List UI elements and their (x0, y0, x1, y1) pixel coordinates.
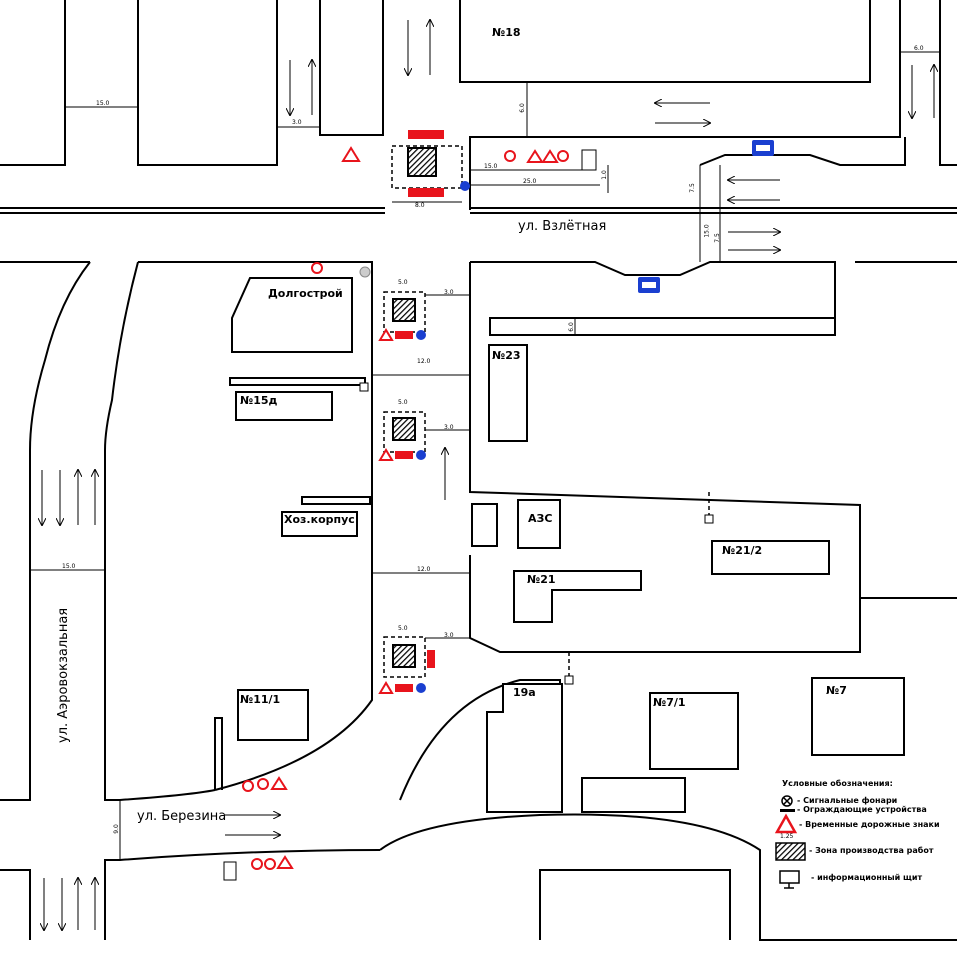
dim-6-strip: 6.0 (567, 322, 575, 332)
dim-3-b: 3.0 (444, 424, 454, 431)
work-zone-3 (378, 636, 435, 694)
legend-board: - информационный щит (811, 873, 923, 882)
legend-title: Условные обозначения: (782, 779, 893, 788)
work-zones (378, 130, 470, 694)
dim-12-a: 12.0 (417, 358, 431, 365)
building-7-1 (649, 692, 739, 770)
road-centerline (0, 207, 957, 214)
label-hoz-korpus: Хоз.корпус (284, 513, 355, 526)
dim-15-left: 15.0 (62, 563, 76, 570)
building-21-2 (711, 540, 830, 575)
dimension-lines (30, 51, 940, 860)
work-zone-top (391, 130, 470, 197)
dim-3-c: 3.0 (444, 632, 454, 639)
label-building-15d: №15д (240, 394, 278, 407)
dim-9: 9.0 (112, 824, 120, 834)
street-label-aerovokzalnaya: ул. Аэровокзальная (56, 607, 71, 743)
dim-5-b: 5.0 (398, 399, 408, 406)
building-unnamed-south (581, 777, 686, 813)
building-hoz (281, 511, 358, 537)
building-23 (488, 344, 528, 442)
dim-3-a: 3.0 (444, 289, 454, 296)
dim-6: 6.0 (518, 103, 526, 113)
legend-signs: - Временные дорожные знаки (799, 820, 940, 829)
label-building-21-2: №21/2 (722, 544, 763, 557)
dim-15: 15.0 (96, 100, 110, 107)
dim-15-mid: 15.0 (703, 224, 711, 238)
building-7 (811, 677, 905, 756)
building-15d (235, 391, 333, 421)
building-11-1 (237, 689, 309, 741)
work-zone-1 (378, 291, 426, 341)
barrier-icon (780, 809, 795, 812)
dim-6-right: 6.0 (914, 45, 924, 52)
dim-1: 1.0 (600, 170, 608, 180)
street-label-vzletnaya: ул. Взлётная (518, 219, 607, 234)
dim-12-b: 12.0 (417, 566, 431, 573)
dim-15-sign: 15.0 (484, 163, 498, 170)
label-building-19a: 19а (513, 686, 536, 699)
dim-7-5-a: 7.5 (688, 183, 696, 193)
dim-8: 8.0 (415, 202, 425, 209)
info-board-icon (779, 870, 800, 884)
north-curbs (0, 0, 957, 210)
label-building-7-1: №7/1 (653, 696, 686, 709)
dim-25: 25.0 (523, 178, 537, 185)
street-label-berezina: ул. Березина (137, 809, 227, 824)
legend (774, 795, 806, 889)
label-building-11-1: №11/1 (240, 693, 281, 706)
dim-5-a: 5.0 (398, 279, 408, 286)
building-azs (517, 499, 561, 549)
work-zone-2 (378, 411, 426, 461)
building-small (471, 503, 498, 547)
legend-barriers: - Ограждающие устройства (797, 805, 927, 814)
legend-sign-code: 1.25 (780, 833, 794, 840)
label-building-18: №18 (492, 26, 521, 39)
aerovokzalnaya-road (0, 261, 381, 940)
label-dolgostroy: Долгострой (268, 287, 343, 300)
direction-arrows (42, 20, 934, 930)
label-azs: АЗС (528, 512, 553, 525)
road-works-sign-icon (774, 813, 798, 834)
label-building-21: №21 (527, 573, 556, 586)
building-19a (486, 683, 563, 813)
dim-5-c: 5.0 (398, 625, 408, 632)
legend-zone: - Зона производства работ (809, 846, 934, 855)
south-curbs-2 (229, 374, 957, 941)
work-zone-icon (775, 842, 806, 861)
building-dolgostroy (231, 277, 353, 353)
buildings (231, 277, 905, 813)
dim-3: 3.0 (292, 119, 302, 126)
dim-7-5-b: 7.5 (713, 233, 721, 243)
label-building-7: №7 (826, 684, 847, 697)
building-21 (513, 570, 642, 623)
road-signs (223, 140, 774, 881)
label-building-23: №23 (492, 349, 521, 362)
legend-lamps: - Сигнальные фонари (797, 796, 898, 805)
